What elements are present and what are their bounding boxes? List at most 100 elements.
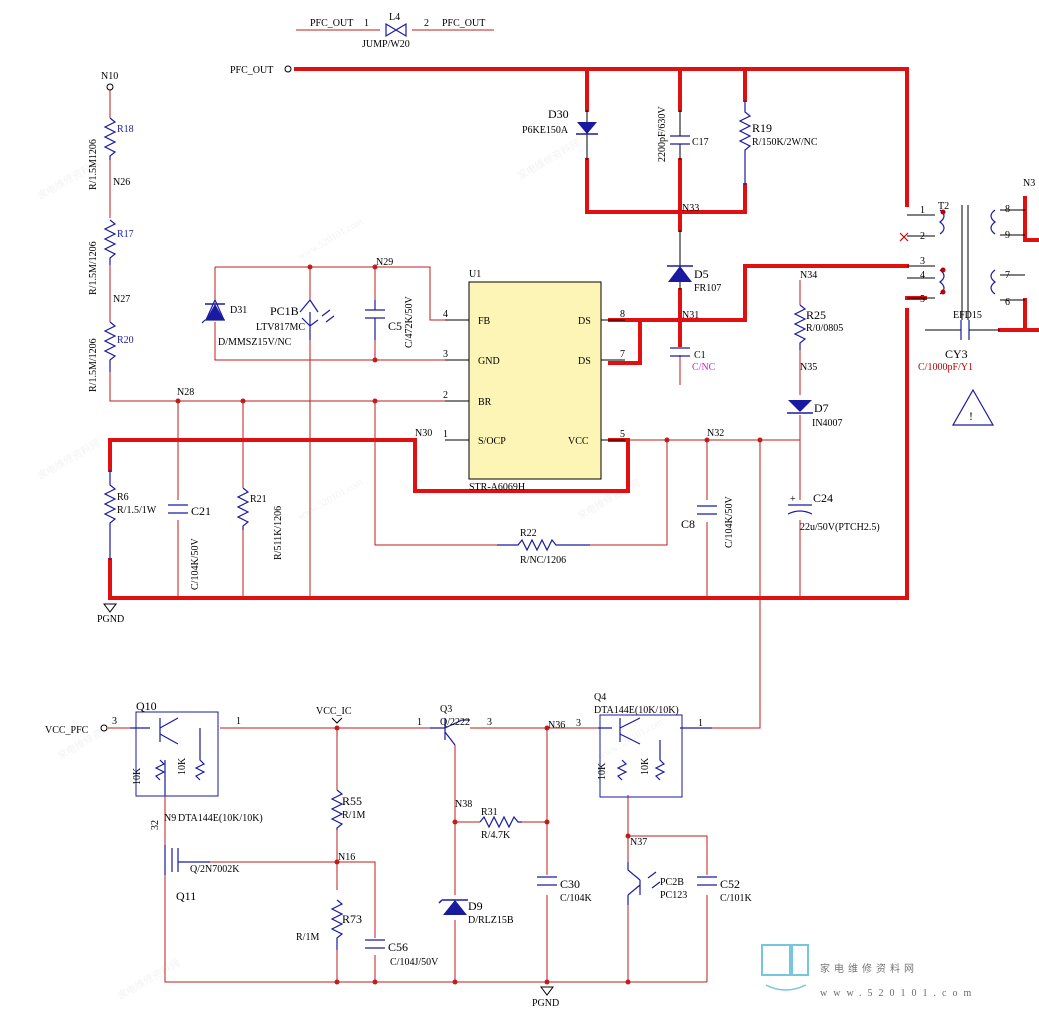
net-label: N9 bbox=[164, 813, 176, 824]
jumper-l4: 1 2 L4 JUMP/W20 bbox=[362, 12, 429, 50]
component-value: C/472K/50V bbox=[404, 296, 415, 348]
transistor-q10: Q10 DTA144E(10K/10K) 10K 10K 3 1 32 bbox=[112, 699, 263, 830]
diode-d5: D5 FR107 bbox=[667, 230, 721, 294]
transformer-t2: T2 EFD15 1 2 3 4 5 6 7 8 9 bbox=[899, 201, 1025, 321]
capacitor-c56: C56 C/104J/50V bbox=[365, 939, 439, 968]
component-ref: C8 bbox=[681, 517, 695, 531]
component-ref: C5 bbox=[388, 319, 402, 333]
component-value: R/1.5/1W bbox=[117, 505, 157, 516]
component-ref: L4 bbox=[389, 12, 400, 23]
pin-number: 1 bbox=[417, 717, 422, 728]
pin-number: 3 bbox=[920, 256, 925, 267]
pin-number: 1 bbox=[236, 716, 241, 727]
ic-pin-number: 1 bbox=[443, 429, 448, 440]
component-value: EFD15 bbox=[953, 310, 982, 321]
pin-number: 3 bbox=[487, 717, 492, 728]
watermark-cn-6: 家电维修资料网 bbox=[115, 956, 182, 1002]
net-label: N36 bbox=[548, 720, 565, 731]
component-ref: R17 bbox=[117, 229, 134, 240]
net-label: PFC_OUT bbox=[230, 65, 273, 76]
brand-name: 家电维修资料网 bbox=[820, 962, 918, 975]
component-value: DTA144E(10K/10K) bbox=[178, 813, 263, 824]
component-ref: R21 bbox=[250, 494, 267, 505]
component-ref: C56 bbox=[388, 940, 408, 954]
component-value: P6KE150A bbox=[522, 125, 569, 136]
net-label: N33 bbox=[682, 203, 699, 214]
resistor-r21: R21 R/511K/1206 bbox=[236, 487, 284, 560]
pin-number: 4 bbox=[920, 270, 925, 281]
transistor-q3: Q3 Q/2222 1 3 bbox=[417, 704, 492, 746]
resistor-r31: R31 R/4.7K bbox=[479, 807, 522, 841]
net-label: N27 bbox=[113, 294, 130, 305]
zener-d31: D31 D/MMSZ15V/NC bbox=[201, 299, 292, 348]
capacitor-c1: C1 C/NC bbox=[670, 347, 716, 373]
component-ref: D31 bbox=[230, 305, 247, 316]
ic-pin-number: 2 bbox=[443, 390, 448, 401]
net-label: N3 bbox=[1023, 178, 1035, 189]
component-value: IN4007 bbox=[812, 418, 843, 429]
component-ref: PC2B bbox=[660, 877, 684, 888]
warning-symbol: ! bbox=[951, 388, 995, 426]
component-ref: Q11 bbox=[176, 889, 196, 903]
component-value: DTA144E(10K/10K) bbox=[594, 705, 679, 716]
component-value: STR-A6069H bbox=[469, 482, 525, 493]
component-value: D/MMSZ15V/NC bbox=[218, 337, 292, 348]
component-value: R/1.5M/1206 bbox=[88, 338, 99, 392]
component-value: C/104J/50V bbox=[390, 957, 439, 968]
resistor-r25: R25 R/0/0805 bbox=[793, 304, 843, 350]
resistor-value: 10K bbox=[597, 762, 608, 780]
component-ref: C21 bbox=[191, 504, 211, 518]
pin-number: 32 bbox=[150, 820, 161, 830]
capacitor-c8: C8 C/104K/50V bbox=[681, 496, 735, 548]
net-labels: PFC_OUT PFC_OUT PFC_OUT N10 N26 N27 N28 … bbox=[45, 18, 1035, 1009]
component-ref: R18 bbox=[117, 124, 134, 135]
net-label: N38 bbox=[455, 799, 472, 810]
capacitor-cy3: CY3 C/1000pF/Y1 bbox=[918, 320, 1000, 373]
component-ref: R22 bbox=[520, 528, 537, 539]
component-ref: R55 bbox=[342, 794, 362, 808]
component-value: R/1M bbox=[296, 932, 319, 943]
component-value: R/1M bbox=[342, 810, 365, 821]
component-value: R/1.5M/1206 bbox=[88, 241, 99, 295]
component-value: 22u/50V(PTCH2.5) bbox=[800, 522, 880, 533]
net-label: N26 bbox=[113, 177, 130, 188]
net-label: N31 bbox=[682, 310, 699, 321]
component-ref: R73 bbox=[342, 912, 362, 926]
pin-number: 1 bbox=[698, 718, 703, 729]
watermark-url-2: www.520101.com bbox=[296, 476, 365, 522]
component-value: C/104K bbox=[560, 893, 592, 904]
component-value: LTV817MC bbox=[256, 322, 305, 333]
component-ref: R19 bbox=[752, 121, 772, 135]
net-label: PGND bbox=[97, 614, 124, 625]
component-value: PC123 bbox=[660, 890, 687, 901]
watermark-cn-3: 家电维修资料网 bbox=[35, 436, 102, 482]
pin-number: 1 bbox=[920, 205, 925, 216]
component-value: R/511K/1206 bbox=[273, 506, 284, 560]
ic-pin-number: 5 bbox=[620, 429, 625, 440]
net-label: PGND bbox=[532, 998, 559, 1009]
optocoupler-pc1b: PC1B LTV817MC bbox=[256, 299, 335, 340]
capacitor-c21: C21 C/104K/50V bbox=[168, 504, 211, 590]
component-ref: Q3 bbox=[440, 704, 452, 715]
component-ref: C30 bbox=[560, 877, 580, 891]
ic-pin-name: S/OCP bbox=[478, 436, 506, 447]
component-value: C/1000pF/Y1 bbox=[918, 362, 973, 373]
pin-number: 2 bbox=[920, 231, 925, 242]
component-value: R/1.5M1206 bbox=[88, 139, 99, 190]
brand-logo: 家电维修资料网 www.520101.com bbox=[761, 944, 971, 999]
resistor-r19: R19 R/150K/2W/NC bbox=[738, 100, 818, 185]
resistor-r55: R55 R/1M bbox=[330, 789, 365, 830]
component-value: JUMP/W20 bbox=[362, 39, 410, 50]
component-ref: C17 bbox=[692, 137, 709, 148]
pin-number: 5 bbox=[920, 294, 925, 305]
resistor-value: 10K bbox=[132, 767, 143, 785]
ic-pin-name: VCC bbox=[568, 436, 589, 447]
pin-number: 7 bbox=[1005, 270, 1010, 281]
component-value: R/NC/1206 bbox=[520, 555, 566, 566]
mosfet-q11: Q11 Q/2N7002K bbox=[164, 845, 240, 903]
net-label: N32 bbox=[707, 428, 724, 439]
ic-pin-number: 7 bbox=[620, 349, 625, 360]
component-ref: D30 bbox=[548, 107, 569, 121]
component-value: C/NC bbox=[692, 362, 716, 373]
net-label: VCC_PFC bbox=[45, 725, 89, 736]
